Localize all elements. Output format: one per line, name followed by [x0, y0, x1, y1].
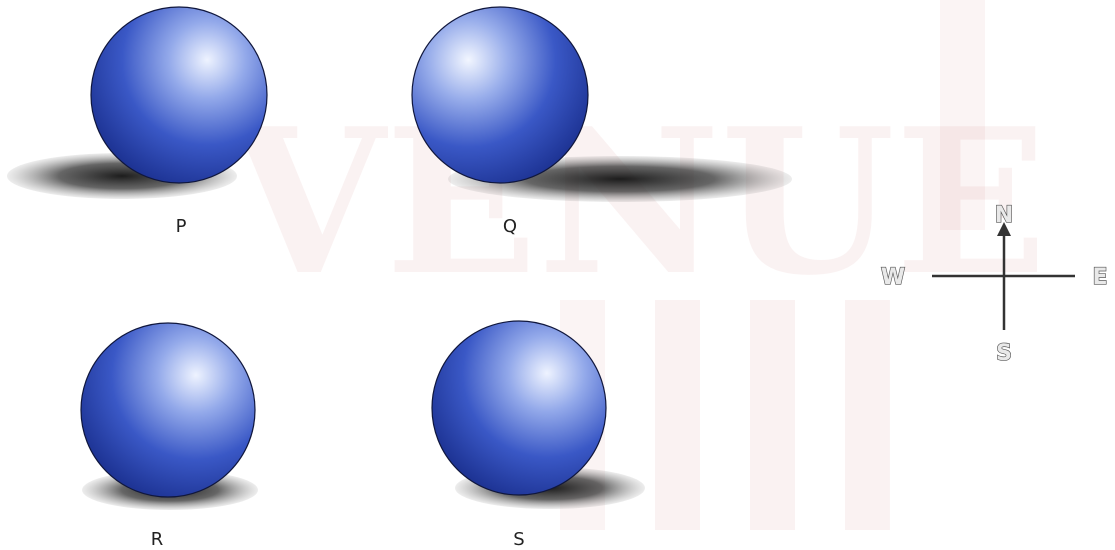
sphere-p-ball [90, 6, 268, 184]
compass-south-label: S [996, 341, 1012, 366]
sphere-r-ball [80, 322, 256, 498]
sphere-s-ball [431, 320, 607, 496]
compass-north-arrow-icon [997, 222, 1011, 236]
compass-west-label: W [881, 265, 905, 290]
sphere-s: S [431, 320, 645, 550]
sphere-q-ball [411, 6, 589, 184]
compass-north-label: N [995, 203, 1013, 228]
sphere-p-label: P [176, 216, 187, 237]
sphere-s-label: S [513, 529, 524, 550]
watermark: VENUE [228, 85, 1047, 320]
sphere-r-label: R [151, 529, 164, 550]
sphere-q: Q [411, 6, 792, 237]
sphere-q-label: Q [503, 216, 517, 237]
watermark-bars [560, 0, 985, 530]
sphere-r: R [80, 322, 258, 550]
sphere-p: P [7, 6, 268, 237]
compass: N S W E [880, 202, 1108, 366]
compass-east-label: E [1092, 265, 1107, 290]
